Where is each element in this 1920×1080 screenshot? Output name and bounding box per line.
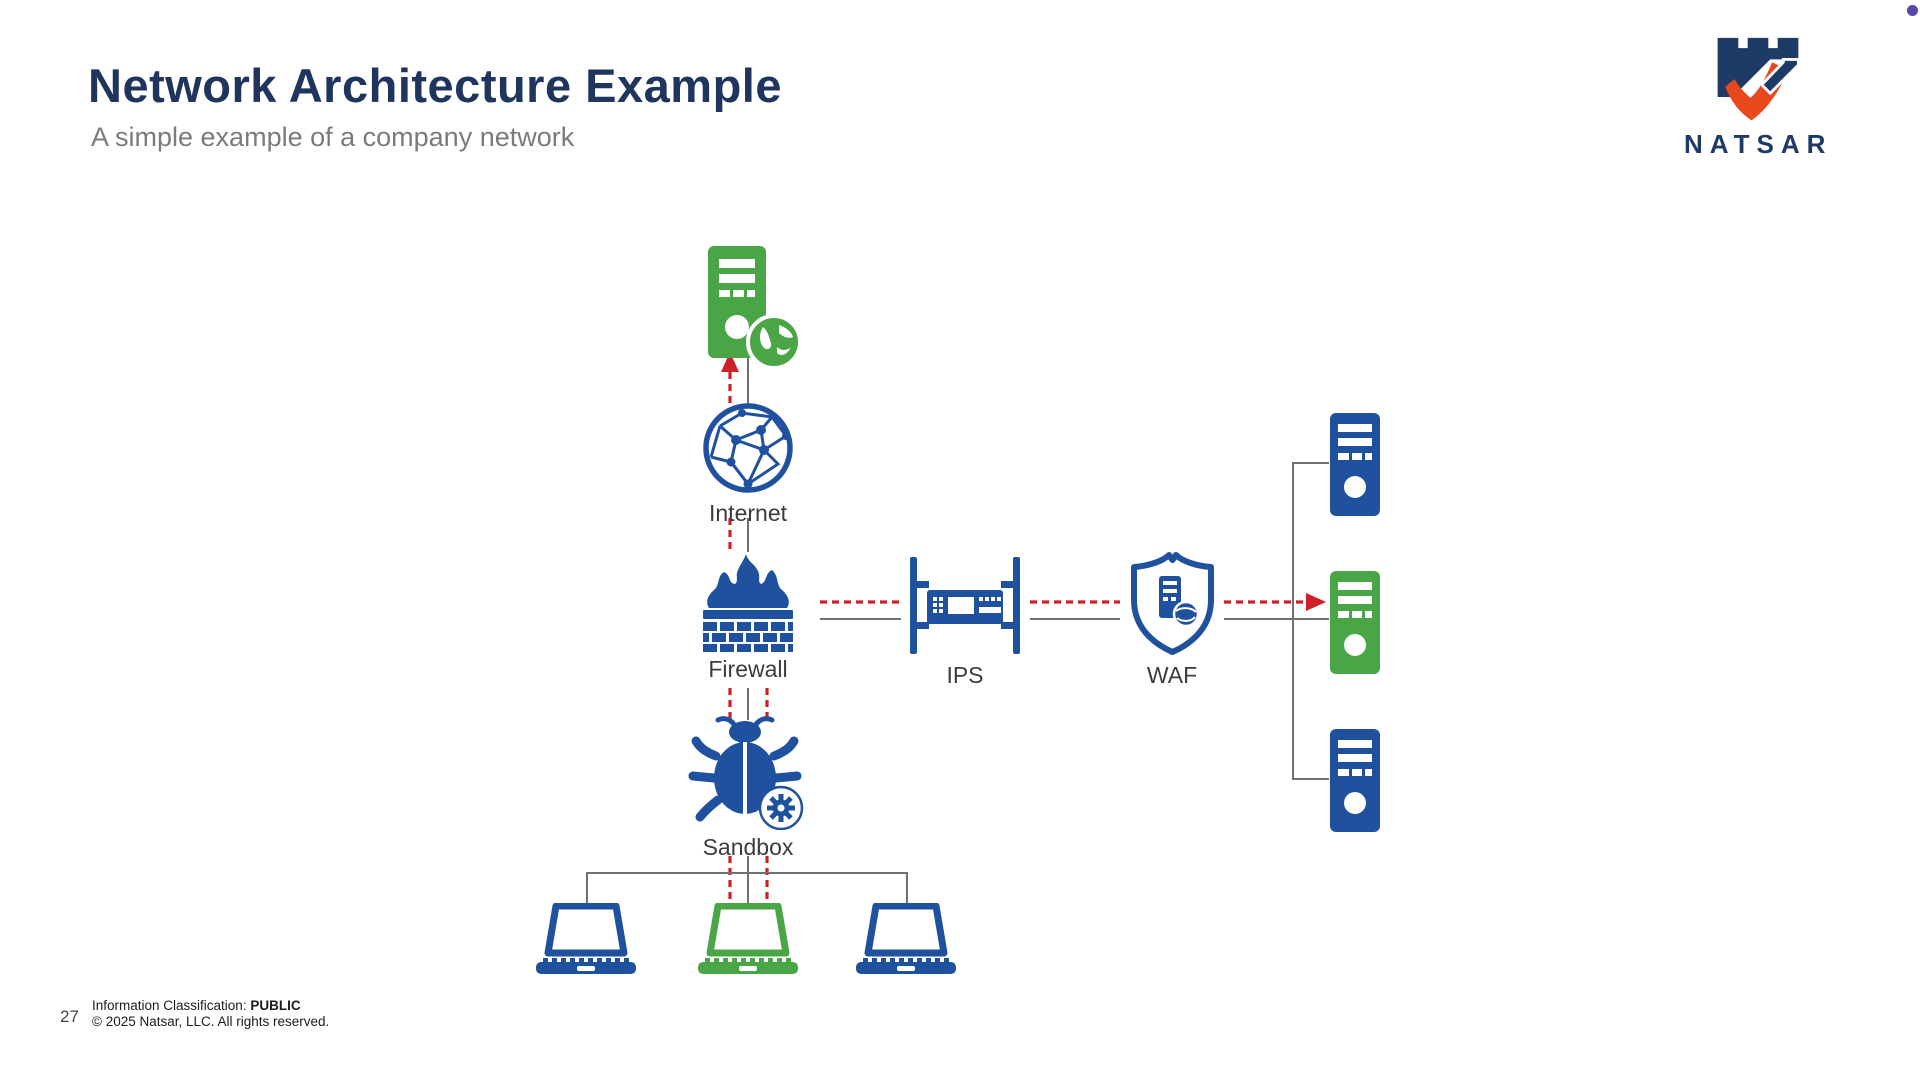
natsar-logo: NATSAR bbox=[1684, 34, 1832, 160]
globe-wireframe-icon bbox=[703, 403, 793, 493]
node-laptop-left bbox=[535, 903, 637, 977]
natsar-logo-text: NATSAR bbox=[1684, 129, 1833, 159]
classification-value: PUBLIC bbox=[250, 998, 301, 1013]
node-laptop-middle bbox=[697, 903, 799, 977]
node-server-middle bbox=[1329, 570, 1381, 675]
node-ips: IPS bbox=[890, 553, 1040, 689]
classification-line: Information Classification: PUBLIC bbox=[92, 998, 329, 1014]
node-laptop-right bbox=[855, 903, 957, 977]
node-internet: Internet bbox=[673, 400, 823, 527]
waf-label: WAF bbox=[1146, 662, 1198, 688]
arrow-right-icon bbox=[1306, 593, 1326, 611]
bug-gear-icon bbox=[688, 716, 804, 830]
server-globe-icon bbox=[708, 246, 802, 370]
server-tower-icon bbox=[1330, 729, 1380, 832]
copyright-line: © 2025 Natsar, LLC. All rights reserved. bbox=[92, 1014, 330, 1029]
node-sandbox: Sandbox bbox=[673, 716, 823, 861]
shield-server-icon bbox=[1130, 552, 1214, 655]
internet-label: Internet bbox=[709, 500, 787, 526]
recording-indicator-dot bbox=[1907, 5, 1918, 16]
firewall-label: Firewall bbox=[708, 656, 788, 682]
node-waf: WAF bbox=[1097, 548, 1247, 689]
laptop-icon bbox=[536, 903, 636, 974]
server-tower-icon bbox=[1330, 413, 1380, 516]
laptop-icon bbox=[698, 903, 798, 974]
node-firewall: Firewall bbox=[673, 552, 823, 683]
node-external-server bbox=[702, 243, 807, 371]
rack-appliance-icon bbox=[910, 557, 1020, 654]
classification-label: Information Classification: bbox=[92, 998, 251, 1013]
sandbox-label: Sandbox bbox=[702, 834, 794, 860]
page-number: 27 bbox=[60, 1007, 79, 1026]
page-title: Network Architecture Example bbox=[88, 59, 782, 112]
server-tower-icon bbox=[1330, 571, 1380, 674]
node-server-bottom bbox=[1329, 728, 1381, 833]
ips-label: IPS bbox=[946, 662, 984, 688]
natsar-shield-icon bbox=[1717, 37, 1800, 121]
page-subtitle: A simple example of a company network bbox=[91, 122, 575, 152]
node-server-top bbox=[1329, 412, 1381, 517]
laptop-icon bbox=[856, 903, 956, 974]
slide-footer: Information Classification: PUBLIC © 202… bbox=[92, 998, 329, 1030]
flame-brick-wall-icon bbox=[703, 554, 793, 652]
arrow-up-icon bbox=[721, 352, 739, 372]
